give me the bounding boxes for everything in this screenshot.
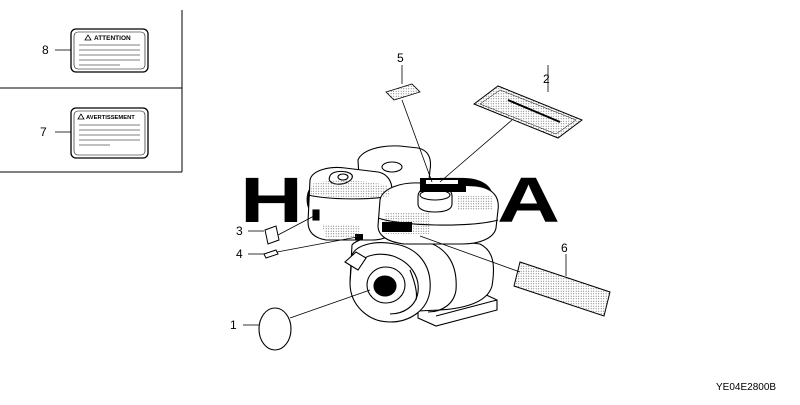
callout-2: 2: [543, 72, 550, 86]
part-4-label: 4: [236, 236, 358, 261]
avertissement-label-heading: AVERTISSEMENT: [86, 115, 135, 121]
attention-label: ATTENTION: [70, 28, 149, 73]
callout-8: 8: [42, 43, 49, 57]
warning-triangle-icon: [84, 34, 92, 41]
engine-illustration: [307, 145, 499, 327]
callout-7: 7: [40, 125, 47, 139]
attention-label-heading: ATTENTION: [94, 35, 131, 42]
part-3-label: 3: [236, 215, 315, 245]
callout-3: 3: [236, 224, 243, 238]
part-6-label: 6: [419, 235, 611, 317]
callout-5: 5: [397, 51, 404, 65]
callout-6: 6: [561, 241, 568, 255]
diagram-code: YE04E2800B: [716, 382, 776, 393]
callout-4: 4: [236, 247, 243, 261]
avertissement-label: AVERTISSEMENT: [70, 107, 149, 159]
part-5-label: 5: [385, 51, 433, 183]
part-2-label: 2: [439, 65, 584, 183]
part-1-label: 1: [230, 289, 371, 351]
callout-1: 1: [230, 318, 237, 332]
warning-triangle-icon: [77, 113, 85, 120]
inset-panel: [0, 10, 183, 173]
